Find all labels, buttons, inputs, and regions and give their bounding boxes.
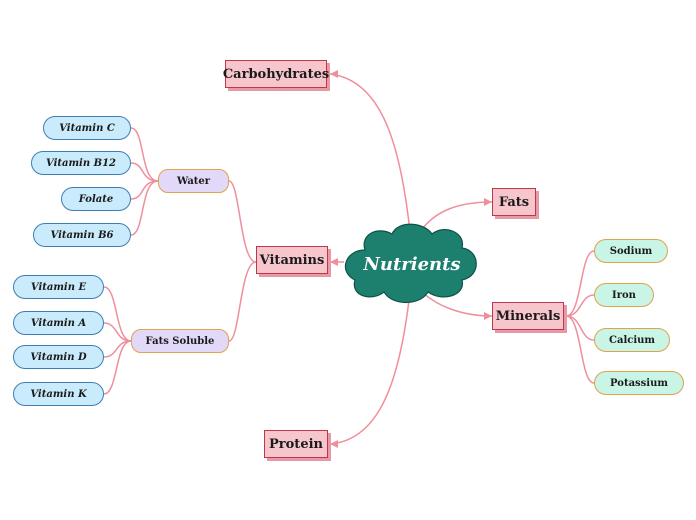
node-vitamin-b12[interactable]: Vitamin B12 <box>31 151 131 175</box>
node-sodium[interactable]: Sodium <box>594 239 668 263</box>
node-protein[interactable]: Protein <box>264 430 328 458</box>
connector-water <box>228 180 257 263</box>
connector-vitamin-b6 <box>130 180 159 236</box>
connector-vitamin-d <box>103 340 132 358</box>
connector-fats-soluble <box>228 261 257 342</box>
node-vitamins[interactable]: Vitamins <box>256 246 328 274</box>
node-fats[interactable]: Fats <box>492 188 536 216</box>
connector-vitamin-c <box>130 127 159 182</box>
connector-sodium <box>565 250 595 317</box>
node-minerals[interactable]: Minerals <box>492 302 564 330</box>
center-cloud <box>344 223 477 304</box>
node-vitamin-c[interactable]: Vitamin C <box>43 116 131 140</box>
node-vitamin-e[interactable]: Vitamin E <box>13 275 104 299</box>
connector-vitamin-b12 <box>130 162 159 182</box>
connector-iron <box>565 294 595 317</box>
node-vitamin-d[interactable]: Vitamin D <box>13 345 104 369</box>
node-fats-soluble[interactable]: Fats Soluble <box>131 329 229 353</box>
connector-calcium <box>565 315 595 341</box>
connector-protein <box>329 291 411 445</box>
arrowhead-vitamins <box>330 258 338 266</box>
node-water[interactable]: Water <box>158 169 229 193</box>
node-carbohydrates[interactable]: Carbohydrates <box>223 60 329 88</box>
node-iron[interactable]: Iron <box>594 283 654 307</box>
connector-vitamin-a <box>103 322 132 342</box>
node-calcium[interactable]: Calcium <box>594 328 670 352</box>
connector-folate <box>130 180 159 200</box>
node-vitamin-k[interactable]: Vitamin K <box>13 382 104 406</box>
arrowhead-carbohydrates <box>330 70 338 78</box>
node-folate[interactable]: Folate <box>61 187 131 211</box>
node-vitamin-b6[interactable]: Vitamin B6 <box>33 223 131 247</box>
node-vitamin-a[interactable]: Vitamin A <box>13 311 104 335</box>
arrowhead-fats <box>484 198 492 206</box>
arrowhead-minerals <box>484 312 492 320</box>
connector-vitamin-e <box>103 286 132 342</box>
connector-carbohydrates <box>329 73 411 233</box>
node-potassium[interactable]: Potassium <box>594 371 684 395</box>
connector-fats <box>419 201 493 233</box>
connector-vitamin-k <box>103 340 132 395</box>
arrowhead-protein <box>330 440 338 448</box>
connector-potassium <box>565 315 595 384</box>
center-node-label[interactable]: Nutrients <box>363 253 461 275</box>
